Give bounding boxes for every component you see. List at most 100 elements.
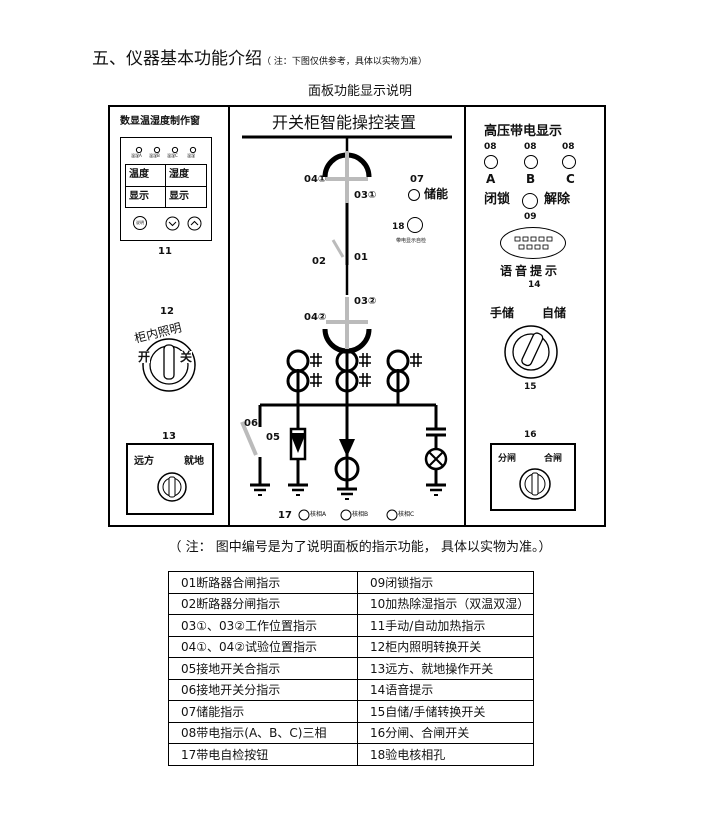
lcd-display: 温度 湿度 显示 显示 <box>125 164 207 208</box>
hv-display-title: 高压带电显示 <box>484 124 563 139</box>
panel-caption: 面板功能显示说明 <box>307 84 412 99</box>
legend-cell: 04①、04②试验位置指示 <box>168 635 358 658</box>
section-title: 五、仪器基本功能介绍 <box>92 49 262 69</box>
lcd-cell: 湿度 <box>169 169 189 180</box>
left-divider <box>228 107 230 525</box>
temp-humidity-controller: 温湿A 温湿B 温湿C 温湿 温度 湿度 显示 显示 说明 <box>120 137 212 241</box>
remote-local-switch: 远方 就地 <box>126 443 214 515</box>
chevron-up-icon[interactable] <box>187 216 202 231</box>
lock-indicator <box>522 193 538 209</box>
open-close-switch: 分闸 合闸 <box>490 443 576 511</box>
storage-indicator <box>408 189 420 201</box>
legend-cell: 10加热除湿指示（双温双湿） <box>357 592 534 615</box>
voice-prompt-label: 语音提示 <box>500 264 561 278</box>
temp-humidity-title: 数显温湿度制作窗 <box>120 116 200 127</box>
rotary-knob-icon[interactable] <box>502 323 560 381</box>
indicator-led-icon <box>135 146 197 154</box>
lcd-cell: 显示 <box>129 191 149 202</box>
phase-check-label: 核相C <box>398 511 415 518</box>
close-label: 合闸 <box>544 454 563 464</box>
remote-label: 远方 <box>134 456 154 467</box>
legend-cell: 18验电核相孔 <box>357 743 534 766</box>
legend-cell: 11手动/自动加热指示 <box>357 614 534 637</box>
legend-cell: 09闭锁指示 <box>357 571 534 594</box>
info-button[interactable]: 说明 <box>133 216 147 230</box>
section-heading: 五、仪器基本功能介绍（ 注：下图仅供参考，具体以实物为准） <box>92 44 427 69</box>
phase-c-indicator <box>562 155 576 169</box>
number-12: 12 <box>160 306 174 317</box>
legend-cell: 16分闸、合闸开关 <box>357 721 534 744</box>
led-label: 温湿C <box>167 153 178 158</box>
lcd-cell: 温度 <box>129 169 149 180</box>
number-03-2: 03② <box>354 296 377 307</box>
phase-label: A <box>486 172 496 186</box>
diagram-note: （ 注： 图中编号是为了说明面板的指示功能， 具体以实物为准。） <box>168 540 552 555</box>
legend-cell: 08带电指示(A、B、C)三相 <box>168 721 358 744</box>
rotary-knob-icon[interactable] <box>136 335 202 395</box>
legend-cell: 01断路器合闸指示 <box>168 571 358 594</box>
device-title: 开关柜智能操控装置 <box>272 113 417 132</box>
self-check-label: 带电显示自检 <box>396 238 427 244</box>
speaker-grille <box>500 227 566 259</box>
number-07: 07 <box>410 174 424 185</box>
local-label: 就地 <box>184 456 204 467</box>
number-09: 09 <box>524 212 537 222</box>
number-08: 08 <box>484 142 497 152</box>
light-off-label: 开 <box>138 350 151 364</box>
number-14: 14 <box>528 280 541 290</box>
speaker-icon <box>514 236 553 250</box>
manual-storage-label: 手储 <box>490 306 515 320</box>
legend-cell: 03①、03②工作位置指示 <box>168 614 358 637</box>
right-divider <box>464 107 466 525</box>
auto-storage-label: 自储 <box>542 306 567 320</box>
unlock-label: 解除 <box>544 192 571 207</box>
single-line-diagram <box>240 135 452 521</box>
phase-b-indicator <box>524 155 538 169</box>
lock-label: 闭锁 <box>484 192 511 207</box>
number-18: 18 <box>392 222 405 232</box>
legend-cell: 13远方、就地操作开关 <box>357 657 534 680</box>
number-08: 08 <box>524 142 537 152</box>
number-13: 13 <box>162 431 176 442</box>
phase-label: B <box>526 172 536 186</box>
led-label: 温湿 <box>187 153 195 158</box>
number-16: 16 <box>524 430 537 440</box>
led-label: 温湿A <box>131 153 142 158</box>
phase-label: C <box>566 172 575 186</box>
number-11: 11 <box>158 246 172 257</box>
legend-cell: 02断路器分闸指示 <box>168 592 358 615</box>
number-06: 06 <box>244 418 258 429</box>
storage-label: 储能 <box>424 187 449 201</box>
legend-cell: 15自储/手储转换开关 <box>357 700 534 723</box>
number-03-1: 03① <box>354 190 377 201</box>
legend-cell: 17带电自检按钮 <box>168 743 358 766</box>
light-on-label: 关 <box>180 350 193 364</box>
led-label: 温湿B <box>149 153 160 158</box>
self-check-button[interactable] <box>407 217 423 233</box>
number-02: 02 <box>312 256 326 267</box>
rotary-knob-icon[interactable] <box>156 471 188 503</box>
rotary-knob-icon[interactable] <box>518 467 552 501</box>
number-17: 17 <box>278 510 292 521</box>
legend-cell: 07储能指示 <box>168 700 358 723</box>
legend-cell: 12柜内照明转换开关 <box>357 635 534 658</box>
number-04-1: 04① <box>304 174 327 185</box>
legend-cell: 05接地开关合指示 <box>168 657 358 680</box>
chevron-down-icon[interactable] <box>165 216 180 231</box>
phase-check-label: 核相B <box>352 511 369 518</box>
legend-cell: 14语音提示 <box>357 678 534 701</box>
legend-cell: 06接地开关分指示 <box>168 678 358 701</box>
control-panel-diagram: 数显温湿度制作窗 温湿A 温湿B 温湿C 温湿 温度 湿度 显示 显示 说明 1… <box>108 105 606 527</box>
phase-a-indicator <box>484 155 498 169</box>
number-04-2: 04② <box>304 312 327 323</box>
